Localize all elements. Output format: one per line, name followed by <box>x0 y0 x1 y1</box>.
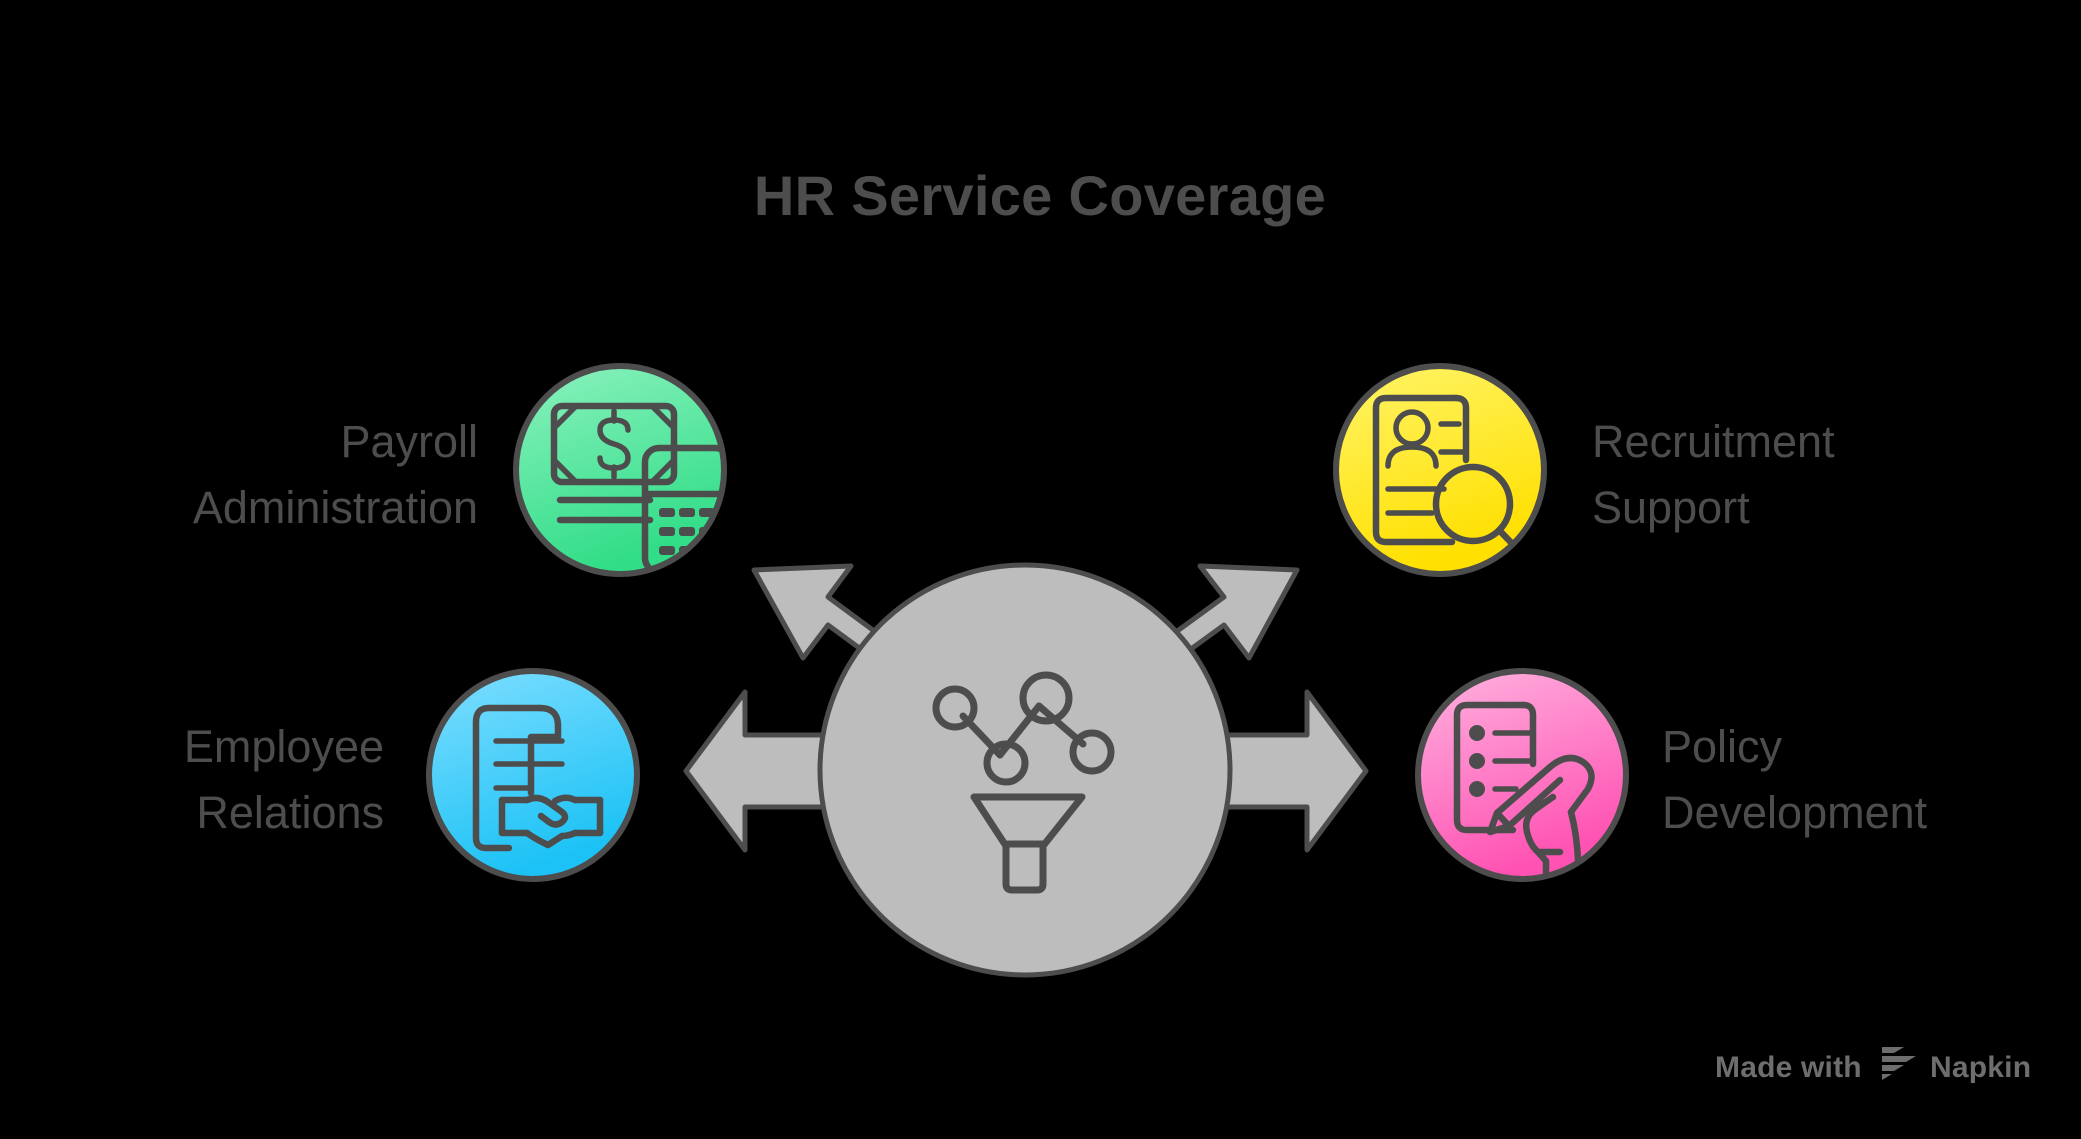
footer-prefix-text: Made with <box>1715 1051 1862 1084</box>
node-bubble-recruitment[interactable] <box>1333 363 1547 577</box>
node-label-employee-line2: Relations <box>196 787 384 838</box>
footer-attribution[interactable]: Made with Napkin <box>1715 1047 2031 1084</box>
node-employee-relations[interactable]: Employee Relations <box>184 668 640 882</box>
checklist-writing-hand-icon <box>1453 701 1595 879</box>
node-payroll-administration[interactable]: Payroll Administration <box>193 363 729 577</box>
contract-handshake-icon <box>472 704 604 852</box>
node-label-policy-line1: Policy <box>1662 721 1783 772</box>
node-label-employee-line1: Employee <box>184 721 384 772</box>
money-calculator-icon <box>550 402 724 574</box>
resume-search-icon <box>1372 394 1528 560</box>
hub-group[interactable] <box>683 562 1369 978</box>
network-funnel-icon <box>932 671 1115 894</box>
node-recruitment-support[interactable]: Recruitment Support <box>1333 363 1835 577</box>
napkin-logo-icon <box>1882 1047 1916 1080</box>
node-label-recruitment-line2: Support <box>1592 482 1750 533</box>
node-label-policy-line2: Development <box>1662 787 1928 838</box>
footer-brand-text: Napkin <box>1930 1051 2031 1084</box>
page-title: HR Service Coverage <box>754 164 1326 227</box>
node-label-payroll-line2: Administration <box>193 482 478 533</box>
node-label-payroll-line1: Payroll <box>340 416 478 467</box>
node-policy-development[interactable]: Policy Development <box>1415 668 1928 888</box>
node-label-recruitment-line1: Recruitment <box>1592 416 1835 467</box>
